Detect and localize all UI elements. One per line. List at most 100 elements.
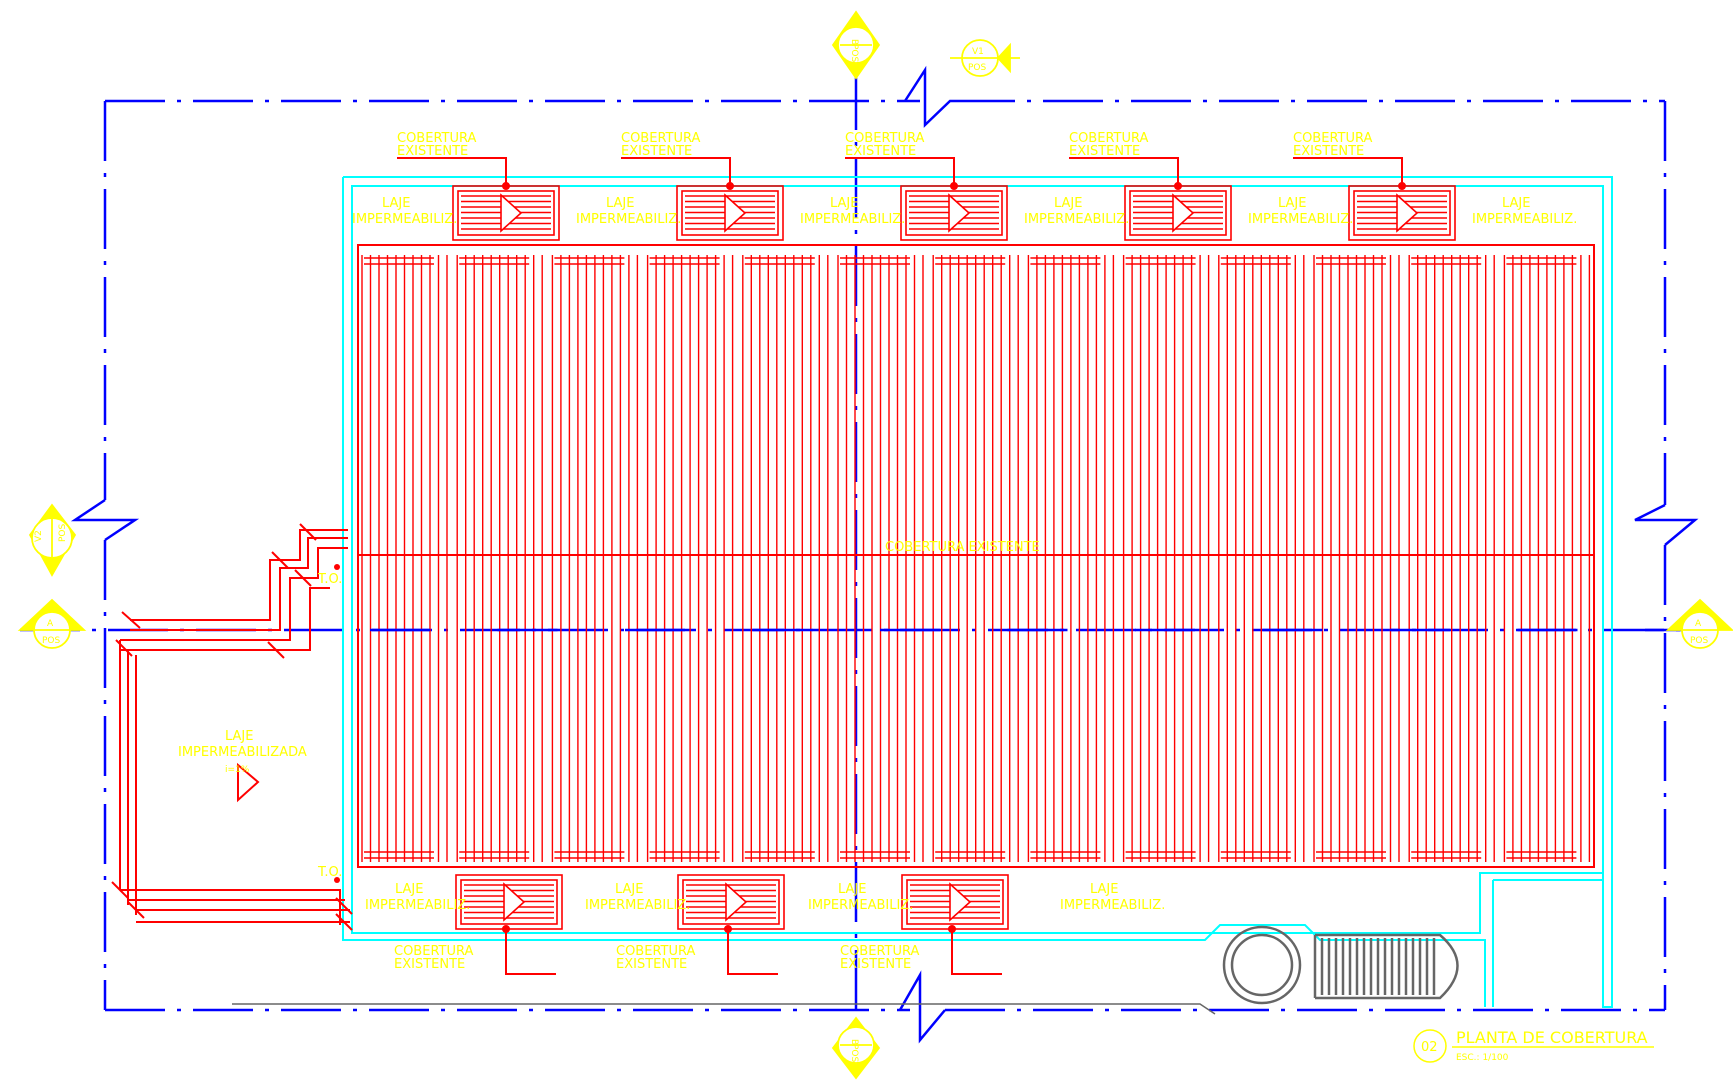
text-labels: COBERTURAEXISTENTECOBERTURAEXISTENTECOBE… — [352, 131, 1577, 972]
cobertura-existente-label: EXISTENTE — [397, 144, 468, 159]
break-symbols — [70, 65, 1699, 1044]
roof-column — [1503, 255, 1591, 862]
leader-line — [621, 157, 734, 190]
laje-label: LAJE — [830, 196, 858, 211]
leader-line — [502, 925, 556, 975]
roof-column — [646, 255, 734, 862]
cobertura-existente-label: COBERTURA — [621, 131, 700, 146]
terrace-label-line1: LAJE — [225, 729, 253, 744]
terrace-dimension-ticks — [111, 523, 353, 931]
laje-label: IMPERMEABILIZ. — [1024, 212, 1129, 227]
laje-label: LAJE — [606, 196, 634, 211]
existing-roof-unit — [901, 874, 1009, 930]
section-marker-a-left[interactable]: A POS — [17, 598, 87, 649]
laje-label: IMPERMEABILIZ. — [800, 212, 905, 227]
cobertura-existente-label: EXISTENTE — [616, 957, 687, 972]
marker-sheet: POS — [42, 636, 61, 646]
marker-letter: B — [849, 1039, 859, 1045]
marker-sheet: POS — [968, 63, 987, 73]
roof-column — [361, 255, 448, 862]
roof-column — [1027, 255, 1115, 862]
cobertura-existente-label: COBERTURA — [1293, 131, 1372, 146]
to-label: T.O. — [317, 865, 342, 880]
roof-column — [1218, 255, 1305, 862]
cobertura-existente-label: EXISTENTE — [840, 957, 911, 972]
existing-roof-unit — [1348, 185, 1456, 241]
lower-wall — [232, 1003, 1216, 1015]
laje-label: IMPERMEABILIZ. — [808, 898, 913, 913]
cobertura-existente-label: COBERTURA — [1069, 131, 1148, 146]
cobertura-existente-label: EXISTENTE — [394, 957, 465, 972]
leader-line — [724, 925, 778, 975]
laje-label: IMPERMEABILIZ. — [585, 898, 690, 913]
section-marker-b-top[interactable]: B POS — [831, 10, 881, 80]
section-marker-b-bottom[interactable]: B POS — [831, 1016, 881, 1080]
marker-letter: V1 — [972, 47, 984, 57]
roof-column — [837, 255, 924, 862]
laje-label: LAJE — [1502, 196, 1530, 211]
cobertura-existente-label: EXISTENTE — [1069, 144, 1140, 159]
marker-letter: A — [1695, 619, 1702, 629]
laje-label: LAJE — [382, 196, 410, 211]
cobertura-existente-label: EXISTENTE — [845, 144, 916, 159]
laje-label: IMPERMEABILIZ. — [365, 898, 470, 913]
leader-line — [1293, 157, 1406, 190]
water-tank — [1222, 925, 1302, 1005]
roof-column — [456, 255, 543, 862]
marker-letter: V2 — [34, 530, 44, 542]
roof-column — [1122, 255, 1210, 862]
to-label: T.O. — [317, 572, 342, 587]
existing-roof-unit — [1124, 185, 1232, 241]
leader-line — [948, 925, 1002, 975]
existing-roof-unit — [452, 185, 560, 241]
cobertura-existente-label: COBERTURA — [616, 944, 695, 959]
grid-boundary — [103, 99, 1667, 1012]
roof-column — [932, 255, 1019, 862]
laje-label: IMPERMEABILIZ. — [1472, 212, 1577, 227]
roof-column — [551, 255, 639, 862]
laje-label: IMPERMEABILIZ. — [1060, 898, 1165, 913]
marker-letter: B — [849, 39, 859, 45]
slope-label: i=1% — [225, 765, 250, 775]
leader-line — [1069, 157, 1182, 190]
cobertura-existente-label: EXISTENTE — [621, 144, 692, 159]
drawing-scale: ESC.: 1/100 — [1456, 1053, 1509, 1063]
laje-label: LAJE — [1054, 196, 1082, 211]
leader-line — [845, 157, 958, 190]
main-roof-label: COBERTURA EXISTENTE — [885, 540, 1040, 555]
cobertura-existente-label: EXISTENTE — [1293, 144, 1364, 159]
title-block: 02 PLANTA DE COBERTURA ESC.: 1/100 — [1413, 1028, 1654, 1063]
roof-units — [397, 157, 1456, 975]
cobertura-existente-label: COBERTURA — [845, 131, 924, 146]
marker-sheet: POS — [849, 1044, 859, 1063]
existing-roof-unit — [677, 874, 785, 930]
drawing-title: PLANTA DE COBERTURA — [1456, 1028, 1648, 1047]
stair — [1313, 933, 1459, 1000]
laje-label: LAJE — [1090, 882, 1118, 897]
marker-sheet: POS — [1690, 636, 1709, 646]
roof-stripes — [361, 255, 1591, 862]
laje-label: IMPERMEABILIZ. — [1248, 212, 1353, 227]
laje-label: LAJE — [615, 882, 643, 897]
marker-sheet: POS — [58, 523, 68, 542]
cobertura-existente-label: COBERTURA — [397, 131, 476, 146]
left-terrace — [119, 529, 350, 925]
marker-sheet: POS — [849, 44, 859, 63]
laje-label: IMPERMEABILIZ. — [352, 212, 457, 227]
marker-letter: A — [47, 619, 54, 629]
cobertura-existente-label: COBERTURA — [394, 944, 473, 959]
section-marker-v2[interactable]: V2 POS — [28, 503, 77, 577]
leader-line — [397, 157, 510, 190]
stair-treads — [1320, 938, 1436, 995]
cobertura-existente-label: COBERTURA — [840, 944, 919, 959]
section-marker-a-right[interactable]: A POS — [1665, 598, 1733, 649]
roof-column — [742, 255, 829, 862]
to-marker — [334, 564, 340, 570]
roof-column — [1408, 255, 1495, 862]
section-marker-v1[interactable]: V1 POS — [950, 39, 1020, 77]
drawing-number: 02 — [1421, 1040, 1438, 1055]
laje-label: LAJE — [395, 882, 423, 897]
laje-label: LAJE — [1278, 196, 1306, 211]
terrace-label-line2: IMPERMEABILIZADA — [178, 745, 307, 760]
